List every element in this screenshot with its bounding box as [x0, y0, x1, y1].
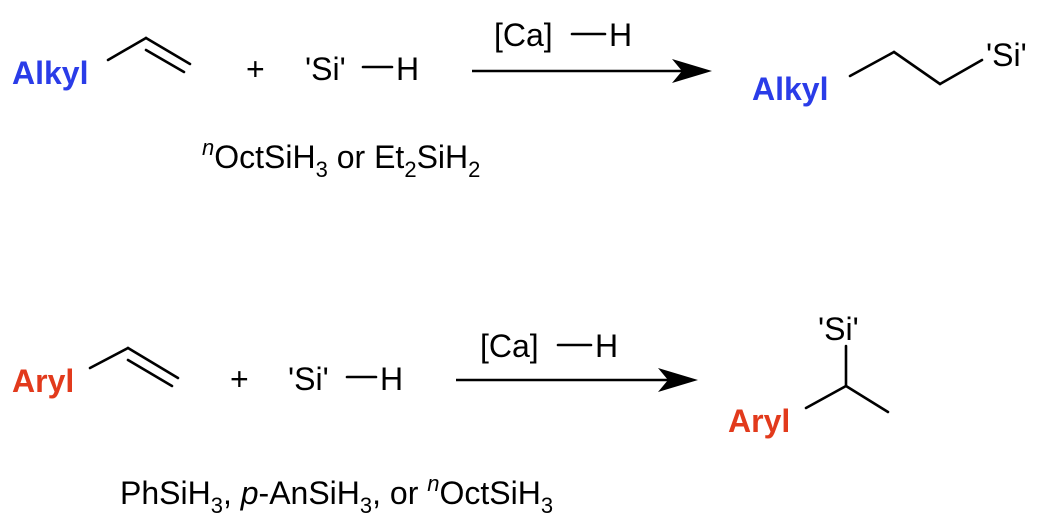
silane-hydride-2: H [380, 361, 403, 397]
substrate-alkyl-label: Alkyl [12, 55, 88, 91]
condition-segment: , [223, 475, 241, 511]
reaction-arrow-2 [456, 368, 698, 392]
conditions-2: PhSiH3, p-AnSiH3, or nOctSiH3 [120, 471, 553, 518]
condition-segment: , or [372, 475, 427, 511]
reaction-aryl: Aryl + 'Si' H [Ca] H PhSiH3, p-AnSiH3, o… [12, 311, 890, 518]
catalyst-metal-1: [Ca] [494, 17, 553, 53]
substrate-aryl-label: Aryl [12, 363, 74, 399]
substrate-alkyl-double-bond-a [144, 36, 192, 66]
product-aryl-label: Aryl [728, 403, 790, 439]
product-alkyl-bond-1 [848, 50, 896, 78]
condition-segment: SiH [417, 139, 469, 175]
plus-sign-2: + [230, 361, 249, 397]
substrate-aryl-double-bond-b [126, 358, 174, 388]
substrate-aryl-single-bond [88, 346, 130, 370]
condition-segment: 3 [316, 157, 328, 182]
condition-segment: PhSiH [120, 475, 211, 511]
condition-segment: -AnSiH [259, 475, 360, 511]
product-aryl-bond-1 [804, 384, 848, 410]
condition-segment: 3 [211, 493, 223, 518]
catalyst-hydride-1: H [609, 17, 632, 53]
substrate-alkyl-double-bond-b [144, 48, 186, 74]
product-silyl-1: 'Si' [986, 37, 1027, 73]
catalyst-metal-2: [Ca] [480, 328, 539, 364]
condition-segment: 3 [360, 493, 372, 518]
product-alkyl-bond-2 [892, 50, 942, 86]
product-methyl-bond [844, 384, 890, 414]
condition-segment: 3 [541, 493, 553, 518]
silane-label-1: 'Si' [305, 51, 346, 87]
product-silyl-2: 'Si' [818, 311, 859, 347]
condition-segment: OctSiH [440, 475, 541, 511]
product-alkyl-label: Alkyl [752, 71, 828, 107]
condition-segment: 2 [404, 157, 416, 182]
condition-segment: OctSiH [214, 139, 315, 175]
conditions-1: nOctSiH3 or Et2SiH2 [202, 135, 480, 182]
substrate-alkyl-single-bond [106, 36, 148, 62]
product-alkyl-bond-3 [938, 58, 984, 86]
condition-segment: p [240, 475, 259, 511]
condition-segment: n [427, 471, 439, 496]
catalyst-hydride-2: H [595, 328, 618, 364]
silane-label-2: 'Si' [288, 361, 329, 397]
condition-segment: 2 [468, 157, 480, 182]
silane-hydride-1: H [396, 51, 419, 87]
condition-segment: or Et [328, 139, 405, 175]
reaction-arrow-1 [472, 59, 712, 83]
plus-sign-1: + [246, 51, 265, 87]
condition-segment: n [202, 135, 214, 160]
substrate-aryl-double-bond-a [126, 346, 180, 380]
reaction-alkyl: Alkyl + 'Si' H [Ca] H nOctSiH3 or Et2SiH… [12, 17, 1027, 182]
